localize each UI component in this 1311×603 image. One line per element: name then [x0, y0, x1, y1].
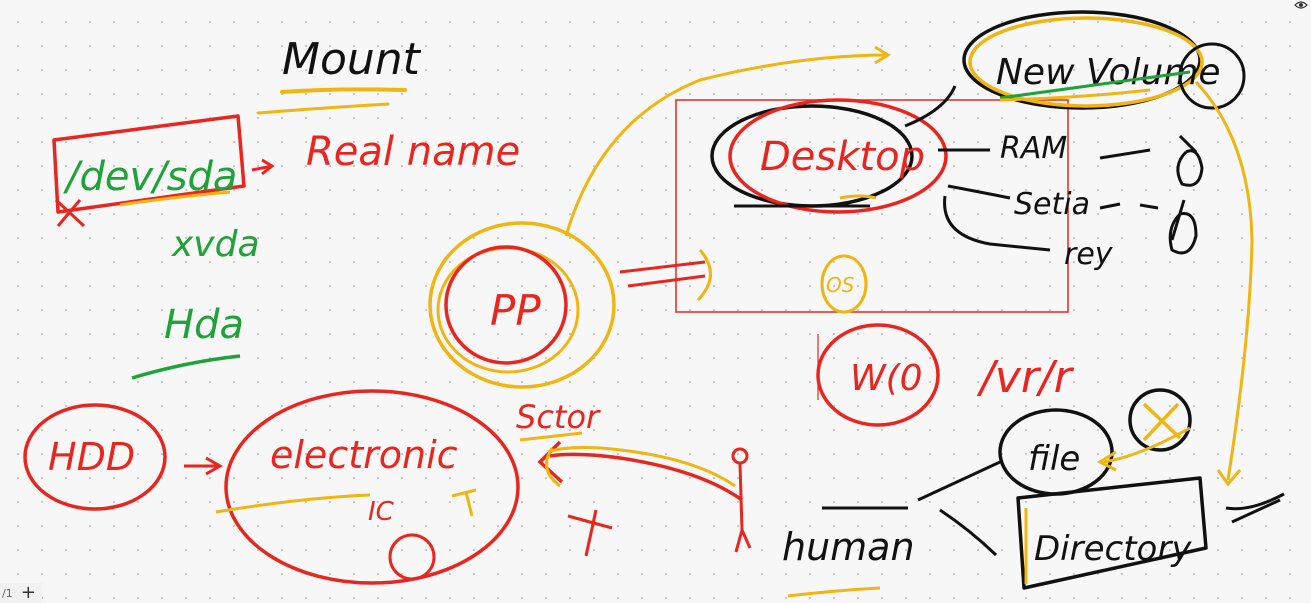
- pp-label: PP: [490, 286, 541, 335]
- sector-cross: [567, 509, 613, 557]
- sector-underline: [519, 431, 583, 442]
- xvda-label: xvda: [171, 224, 260, 265]
- dev-sda-underline: [119, 190, 231, 207]
- human-to-directory-line: [939, 508, 998, 557]
- electronic-yellow-line: [215, 493, 371, 514]
- desktop-red-circle: [728, 98, 948, 214]
- new-volume-green-underline: [999, 70, 1191, 100]
- file-x-circle: [1128, 388, 1192, 452]
- arrow-to-real-name: [251, 158, 275, 176]
- ic-label: IC: [368, 497, 395, 527]
- pp-yellow-circle-outer: [428, 221, 616, 389]
- ram-dash: [1099, 148, 1151, 160]
- path-label: /vr/r: [976, 352, 1075, 403]
- rey-label: rey: [1064, 237, 1114, 272]
- human-body: [734, 463, 752, 553]
- desktop-label: Desktop: [760, 134, 925, 180]
- pp-double-arrow: [619, 260, 706, 288]
- dev-sda-label: /dev/sda: [63, 154, 237, 200]
- hdd-circle: [23, 403, 167, 511]
- hdd-label: HDD: [48, 435, 135, 479]
- os-label: OS: [826, 273, 855, 297]
- setia-zero: [1168, 199, 1198, 255]
- pen-tool-scribble: [1225, 492, 1285, 524]
- new-volume-side-circle: [1178, 42, 1246, 110]
- mount-underline-2: [256, 102, 390, 115]
- mount-title: Mount: [282, 34, 422, 85]
- arrow-hdd-electronic: [184, 456, 224, 476]
- human-label: human: [782, 525, 915, 569]
- desktop-frame: [675, 99, 1069, 313]
- page-indicator: /1 +: [0, 583, 42, 603]
- mount-underline-1: [280, 87, 407, 94]
- hda-label: Hda: [164, 302, 244, 348]
- dev-sda-box: [52, 114, 246, 214]
- ram-zero: [1176, 134, 1204, 187]
- volume-to-pen-arrow: [1194, 80, 1254, 487]
- desktop-yellow-tick: [839, 194, 877, 200]
- wd-label: W(0: [850, 358, 923, 399]
- human-head: [731, 447, 749, 465]
- sector-label: Sctor: [516, 398, 601, 436]
- ic-chip-circle: [388, 533, 436, 581]
- ram-label: RAM: [1000, 131, 1067, 166]
- desktop-to-volume-line: [904, 85, 957, 128]
- page-number: /1: [2, 586, 13, 600]
- desktop-to-setia-line: [947, 184, 1011, 200]
- human-to-sector-arrow: [537, 440, 744, 502]
- setia-label: Setia: [1014, 187, 1090, 222]
- real-name-label: Real name: [306, 129, 520, 175]
- yellow-mark: [451, 488, 477, 517]
- human-to-sector-arrow-yellow: [545, 446, 736, 488]
- pp-red-circle: [444, 245, 568, 365]
- human-underline: [787, 586, 881, 598]
- human-to-file-line: [822, 460, 1001, 510]
- new-volume-yellow-circle: [968, 16, 1204, 108]
- file-x-mark: [1142, 402, 1182, 442]
- directory-label: Directory: [1034, 529, 1192, 569]
- file-label: file: [1028, 439, 1080, 479]
- setia-dash: [1099, 202, 1159, 210]
- eye-icon[interactable]: [1294, 0, 1308, 10]
- electronic-circle: [224, 389, 520, 585]
- dev-sda-cross: [54, 198, 86, 228]
- new-volume-yellow-underline: [999, 88, 1151, 102]
- hda-underline: [131, 354, 241, 380]
- add-page-button[interactable]: +: [20, 582, 36, 603]
- directory-box: [1016, 476, 1208, 590]
- desktop-to-rey-line: [943, 195, 1051, 252]
- new-volume-black-circle: [962, 10, 1202, 110]
- arrow-pp-to-desktop: [564, 45, 891, 237]
- electronic-label: electronic: [270, 433, 458, 477]
- pp-arrow-head: [696, 249, 712, 302]
- os-circle: [820, 254, 868, 314]
- file-yellow-arrow: [1096, 426, 1191, 472]
